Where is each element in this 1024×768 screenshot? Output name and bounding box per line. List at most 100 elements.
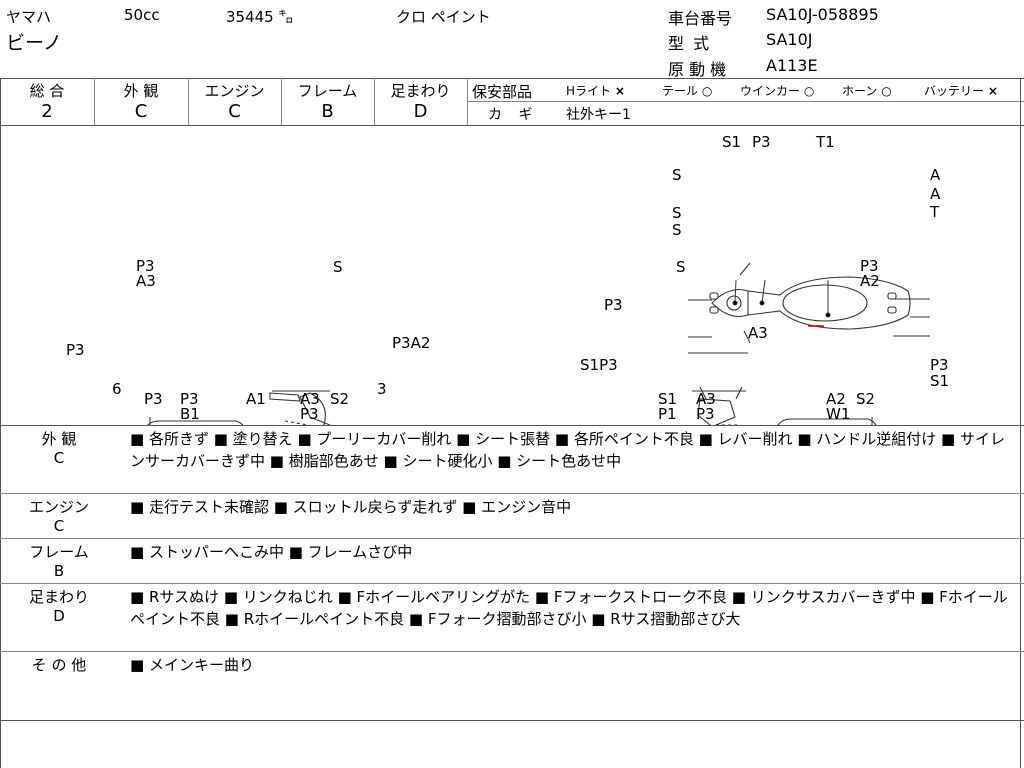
diagram-label: S2 <box>330 390 349 408</box>
safety-item-horn: ホーン ○ <box>842 84 892 98</box>
diagram-label: S1 <box>658 390 677 408</box>
remark-item: ■ シート硬化小 <box>378 452 493 470</box>
damage-diagram: S1 P3 T1 S A A S T S P3 A3 S P3 P3A2 6 P… <box>66 133 949 425</box>
remark-item: ■ Fフォーク摺動部さび小 <box>404 610 587 628</box>
divider <box>0 78 1 768</box>
diagram-label: P3 <box>604 296 623 314</box>
diagram-label: P3A2 <box>392 334 430 352</box>
key-value: 社外キー1 <box>566 107 631 123</box>
remark-item: ■ 各所ペイント不良 <box>550 430 694 448</box>
diagram-label: A3 <box>300 390 320 408</box>
diagram-label: P3 <box>136 257 155 275</box>
diagram-label: A3 <box>696 390 716 408</box>
diagram-label: B1 <box>180 405 200 423</box>
remark-item: ■ ストッパーへこみ中 <box>130 543 284 561</box>
remarks-section-grade: C <box>53 449 65 467</box>
remark-item: ■ リンクねじれ <box>219 588 333 606</box>
remark-item: ■ フレームさび中 <box>283 543 413 561</box>
diagram-label: S <box>672 204 682 222</box>
grade-label-suspension: 足まわり <box>390 82 451 100</box>
remark-item: ■ スロットル戻らず走れず <box>268 498 458 516</box>
remarks-section-grade: B <box>53 562 65 580</box>
divider <box>1020 78 1021 768</box>
diagram-label: S2 <box>856 390 875 408</box>
frame-no-label: 車台番号 <box>668 9 733 28</box>
remark-item: ■ Rサス摺動部さび大 <box>586 610 741 628</box>
diagram-label: P1 <box>658 405 677 423</box>
remarks-section-label: 外 観 <box>41 430 77 448</box>
remark-item: ■ 走行テスト未確認 <box>130 498 269 516</box>
displacement: 50cc <box>124 6 160 24</box>
safety-item-headlight: Hライト × <box>566 84 625 98</box>
diagram-label: P3 <box>696 405 715 423</box>
key-label: カ ギ <box>488 107 539 123</box>
diagram-label: T <box>929 203 940 221</box>
model-code: SA10J <box>766 30 813 49</box>
remark-item: ■ シート張替 <box>451 430 551 448</box>
diagram-label: A <box>930 166 941 184</box>
remark-item: ■ 塗り替え <box>208 430 293 448</box>
remarks-section-label: 足まわり <box>28 588 89 606</box>
diagram-label: S1 <box>930 372 949 390</box>
diagram-label: A3 <box>136 272 156 290</box>
diagram-label: P3 <box>180 390 199 408</box>
divider <box>0 651 1024 652</box>
remark-item: ■ Rホイールペイント不良 <box>220 610 405 628</box>
grade-value-suspension: D <box>413 101 428 122</box>
divider <box>374 78 375 125</box>
divider <box>0 493 1024 494</box>
divider <box>0 125 1024 126</box>
grade-label-frame: フレーム <box>297 82 358 100</box>
right-view-scooter <box>697 386 877 425</box>
divider <box>467 101 1024 102</box>
diagram-label: A <box>930 185 941 203</box>
diagram-label: W1 <box>826 405 850 423</box>
diagram-label: S <box>672 166 682 184</box>
diagram-label: 6 <box>112 380 122 398</box>
diagram-label: P3 <box>752 133 771 151</box>
grade-value-exterior: C <box>134 101 148 122</box>
mileage: 35445 ㌔ <box>226 8 294 26</box>
diagram-label: S1P3 <box>580 356 618 374</box>
grade-label-exterior: 外 観 <box>123 82 159 100</box>
diagram-label: S <box>333 258 343 276</box>
remarks-section-items: ■ メインキー曲り <box>130 654 1016 676</box>
safety-label: 保安部品 <box>472 83 533 101</box>
remarks-section-items: ■ Rサスぬけ ■ リンクねじれ ■ Fホイールベアリングがた ■ Fフォークス… <box>130 586 1016 630</box>
divider <box>0 720 1024 721</box>
divider <box>0 78 1024 79</box>
diagram-label: S1 <box>722 133 741 151</box>
diagram-label: P3 <box>930 356 949 374</box>
diagram-label: A2 <box>826 390 846 408</box>
remarks-section-grade: C <box>53 517 65 535</box>
divider <box>0 583 1024 584</box>
remark-item: ■ Fホイールベアリングがた <box>332 588 531 606</box>
remarks-section-label: フレーム <box>29 543 89 561</box>
remark-item: ■ レバー削れ <box>693 430 793 448</box>
divider <box>0 538 1024 539</box>
remark-item: ■ ハンドル逆組付け <box>792 430 937 448</box>
grade-value-engine: C <box>228 101 241 122</box>
safety-item-battery: バッテリー × <box>924 84 998 98</box>
diagram-label: A2 <box>860 272 880 290</box>
divider <box>467 78 468 125</box>
remarks-section-label: エンジン <box>28 498 89 516</box>
grade-value-frame: B <box>321 101 334 122</box>
remark-item: ■ サイレンサーカバーきず中 <box>130 430 1005 470</box>
remarks-section-label: そ の 他 <box>31 656 87 674</box>
model-name: ビーノ <box>6 32 62 54</box>
remark-item: ■ エンジン音中 <box>457 498 572 516</box>
grade-value-overall: 2 <box>41 101 53 122</box>
remarks-section-grade: D <box>53 607 65 625</box>
remark-item: ■ 樹脂部色あせ <box>265 452 379 470</box>
grade-label-engine: エンジン <box>204 82 265 100</box>
remarks-section-items: ■ ストッパーへこみ中 ■ フレームさび中 <box>130 541 1016 563</box>
remark-item: ■ シート色あせ中 <box>492 452 622 470</box>
damage-marks <box>808 325 824 327</box>
top-view-scooter <box>709 262 911 344</box>
remark-item: ■ Fホイールペイント不良 <box>130 588 1008 628</box>
engine-code: A113E <box>766 56 818 75</box>
diagram-label: P3 <box>144 390 163 408</box>
model-code-label: 型 式 <box>668 34 712 53</box>
diagram-label: P3 <box>860 257 879 275</box>
